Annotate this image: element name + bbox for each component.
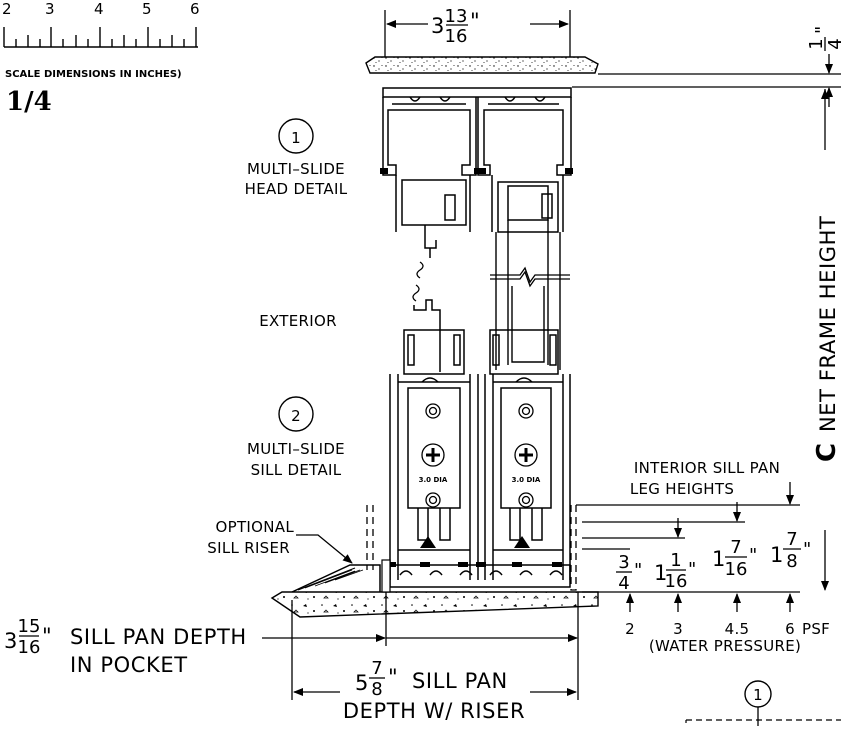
riser-depth-den: 8 [371,679,382,700]
water-pressure-label: (WATER PRESSURE) [649,637,801,655]
psf-unit: PSF [802,620,830,638]
leg-height-unit: " [803,539,811,560]
pocket-depth-unit: " [42,624,52,648]
leg-height-unit: " [749,545,757,566]
top-gap-dimension [572,54,841,107]
roller-dia-label: 3.0 DIA [512,476,541,484]
interior-leg-dashed [570,505,577,591]
sill-callout-circle [278,396,314,432]
psf-value: 3 [673,620,683,638]
exterior-label: EXTERIOR [259,312,337,330]
interior-leg-label-2: LEG HEIGHTS [630,480,734,498]
roller-screws [421,403,538,508]
scale-tick-label: 2 [2,0,12,18]
leg-height-whole: 1 [654,561,668,585]
head-trim-stone [365,56,599,74]
top-width-whole: 3 [431,14,445,38]
scale-ratio: 1/4 [6,87,52,117]
leg-height-den: 16 [725,559,748,580]
leg-height-lines [576,482,800,612]
sill-callout-number: 2 [291,407,301,425]
leg-height-num: 7 [786,529,797,550]
sill-callout-line1: MULTI–SLIDE [247,440,345,458]
interior-panel [495,220,561,370]
top-width-unit: " [470,9,480,33]
top-gap-den: 4 [825,38,841,49]
leg-height-whole: 1 [770,543,784,567]
riser-depth-num: 7 [371,658,382,679]
net-frame-text: NET FRAME HEIGHT [816,216,840,432]
psf-value: 4.5 [725,620,750,638]
optional-riser-label-1: OPTIONAL [216,518,295,536]
bottom-ref-callout-number: 1 [753,686,763,704]
pocket-depth-dimension [262,592,579,700]
pocket-depth-line2: IN POCKET [70,653,188,677]
head-callout-number: 1 [291,129,301,147]
leg-height-den: 8 [786,551,797,572]
scale-tick-label: 6 [190,0,200,18]
leg-height-den: 4 [618,573,629,594]
pocket-depth-num: 15 [18,616,41,637]
leg-height-whole: 1 [712,547,726,571]
sill-seal-strips [386,536,562,567]
roller-dia-label: 3.0 DIA [419,476,448,484]
riser-depth-line2: DEPTH W/ RISER [343,699,525,723]
scale-tick-label: 3 [45,0,55,18]
pocket-depth-line1: SILL PAN DEPTH [70,625,247,649]
riser-depth-line1: SILL PAN [412,669,508,693]
leg-height-num: 7 [730,537,741,558]
scale-bar [3,27,198,48]
top-width-den: 16 [445,26,468,47]
panel-break-marks [412,261,570,302]
interior-leg-label-1: INTERIOR SILL PAN [634,459,780,477]
head-frame [382,87,572,258]
leg-height-num: 1 [670,550,681,571]
riser-depth-whole: 5 [355,671,369,695]
riser-depth-unit: " [388,665,398,689]
head-callout-line1: MULTI–SLIDE [247,160,345,178]
concrete-slab [270,591,599,618]
head-seal-strips [380,168,573,174]
pocket-depth-den: 16 [18,637,41,658]
psf-value: 2 [625,620,635,638]
sill-frame [389,299,571,588]
pocket-depth-whole: 3 [4,629,18,653]
optional-riser-label-2: SILL RISER [207,539,290,557]
head-callout-line2: HEAD DETAIL [245,180,348,198]
net-frame-letter: C [812,443,841,462]
head-callout-circle [278,118,314,154]
scale-caption: SCALE DIMENSIONS IN INCHES) [5,69,182,80]
top-gap-unit: " [812,26,833,34]
top-width-num: 13 [445,6,468,27]
scale-tick-label: 4 [94,0,104,18]
top-width-dimension [384,10,571,60]
scale-tick-label: 5 [142,0,152,18]
riser-depth-dimension [291,600,577,700]
psf-value: 6 [785,620,795,638]
leg-height-unit: " [688,559,696,580]
sill-riser-ramp [291,564,381,593]
leg-height-num: 3 [618,552,629,573]
top-gap-num: 1 [806,38,827,49]
leg-height-den: 16 [665,571,688,592]
sill-callout-line2: SILL DETAIL [251,461,342,479]
leg-height-unit: " [634,560,642,581]
